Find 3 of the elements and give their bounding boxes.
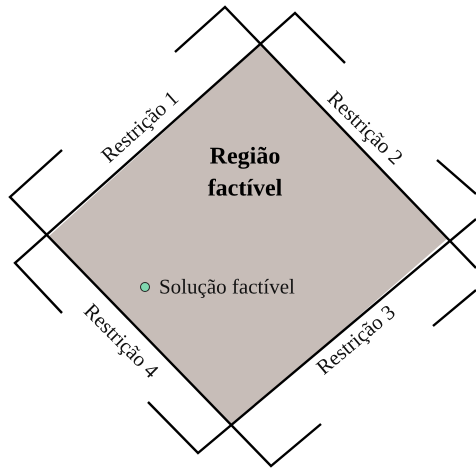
point-label: Solução factível: [159, 274, 295, 300]
feasible-region: [48, 45, 448, 426]
region-title: Região factível: [206, 142, 284, 204]
